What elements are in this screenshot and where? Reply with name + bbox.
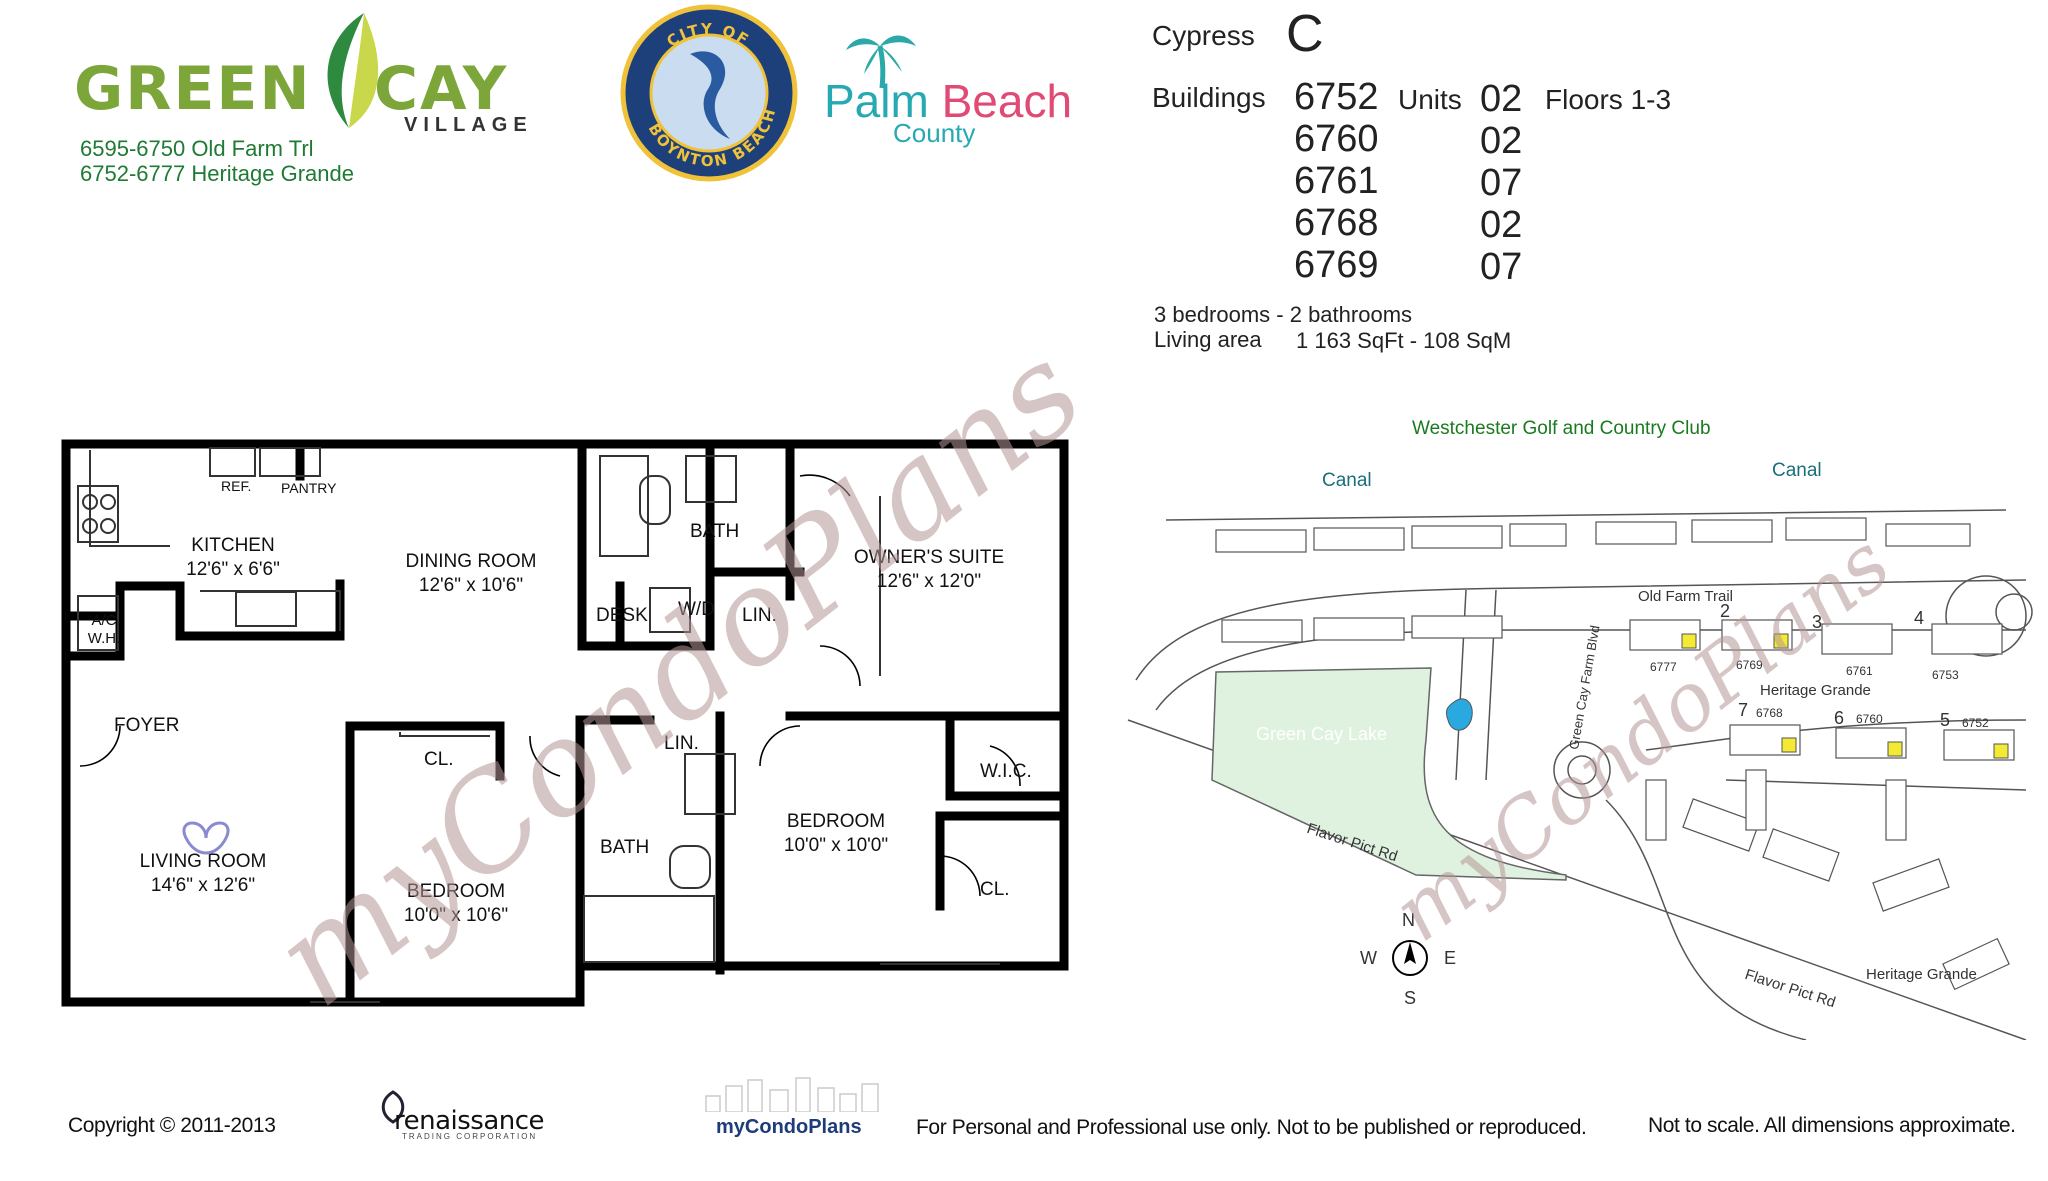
palm-tree-icon xyxy=(846,35,916,89)
bldg-address: 6753 xyxy=(1932,668,1959,682)
canal-label-right: Canal xyxy=(1772,460,1822,481)
building-number: 6769 xyxy=(1294,244,1379,286)
logo-village: VILLAGE xyxy=(404,114,533,136)
renaissance-sub: TRADING CORPORATION xyxy=(402,1132,538,1141)
compass-s: S xyxy=(1404,988,1417,1008)
pb-palm: Palm xyxy=(824,75,929,127)
compass-e: E xyxy=(1444,948,1457,968)
living-area-label: Living area xyxy=(1154,327,1262,352)
pantry-label: PANTRY xyxy=(281,480,337,496)
bldg-address-6777: 6777 xyxy=(1650,660,1677,674)
pb-county: County xyxy=(893,118,976,148)
wd-label: W/D xyxy=(678,599,715,620)
linen-label: LIN. xyxy=(742,605,777,626)
club-label: Westchester Golf and Country Club xyxy=(1412,418,1711,439)
city-seal-icon: CITY OF BOYNTON BEACH xyxy=(620,4,798,182)
watermark-knot-icon xyxy=(182,821,230,855)
bldg-number: 4 xyxy=(1914,608,1925,628)
building-number: 6768 xyxy=(1294,202,1379,244)
pb-name: Palm Beach xyxy=(824,74,1072,128)
bldg-number: 6 xyxy=(1834,708,1845,728)
greencay-logo: GREEN CAY VILLAGE xyxy=(74,8,527,136)
copyright: Copyright © 2011-2013 xyxy=(68,1114,276,1137)
ref-label: REF. xyxy=(221,478,252,494)
compass-w: W xyxy=(1360,948,1377,968)
buildings-label: Buildings xyxy=(1152,82,1266,113)
desk-label: DESK xyxy=(596,605,648,626)
address-line-2: 6752-6777 Heritage Grande xyxy=(80,161,354,186)
usage-note: For Personal and Professional use only. … xyxy=(916,1116,1587,1139)
closet-label-2: CL. xyxy=(980,879,1010,900)
bldg-address: 6752 xyxy=(1962,716,1989,730)
bldg-address: 6761 xyxy=(1846,664,1873,678)
bldg-number: 7 xyxy=(1738,700,1749,720)
lake-label: Green Cay Lake xyxy=(1256,724,1388,744)
kitchen-label: KITCHEN 12'6" x 6'6" xyxy=(186,535,280,580)
renaissance-logo: renaissance TRADING CORPORATION xyxy=(378,1090,558,1141)
unit-number: 02 xyxy=(1480,204,1523,246)
old-farm-label: Old Farm Trail xyxy=(1638,588,1734,605)
bldg-address: 6769 xyxy=(1736,658,1763,672)
unit-number: 07 xyxy=(1480,246,1523,288)
building-number: 6761 xyxy=(1294,160,1379,202)
unit-number: 02 xyxy=(1480,78,1523,120)
address-line-1: 6595-6750 Old Farm Trl xyxy=(80,136,314,161)
heritage-label-top: Heritage Grande xyxy=(1760,682,1871,699)
foyer-label: FOYER xyxy=(114,715,180,736)
pb-beach: Beach xyxy=(941,75,1073,127)
mycondoplans-logo: myCondoPlans xyxy=(700,1076,890,1138)
canal-label-left: Canal xyxy=(1322,470,1372,491)
wic-label: W.I.C. xyxy=(980,761,1032,782)
model-label: Cypress xyxy=(1152,20,1255,51)
logo-word-cay: CAY xyxy=(374,54,509,124)
units-label: Units xyxy=(1398,84,1462,115)
floors-label: Floors 1-3 xyxy=(1545,84,1672,115)
bldg-number: 3 xyxy=(1812,612,1823,632)
skyline-icon xyxy=(705,1077,879,1112)
building-number: 6752 xyxy=(1294,76,1379,118)
living-area-value: 1 163 SqFt - 108 SqM xyxy=(1296,328,1512,353)
lake-shape xyxy=(1211,667,1567,881)
compass-icon xyxy=(1392,940,1428,976)
compass-n: N xyxy=(1402,910,1415,930)
renaissance-text: renaissance xyxy=(394,1106,545,1136)
linen-label-2: LIN. xyxy=(664,733,699,754)
bath-label-2: BATH xyxy=(600,837,650,858)
heritage-label-bottom: Heritage Grande xyxy=(1866,966,1977,983)
model-letter: C xyxy=(1286,5,1324,63)
bedroom-label-2: BEDROOM 10'0" x 10'0" xyxy=(783,811,889,856)
leaf-icon xyxy=(327,13,379,128)
unit-number: 02 xyxy=(1480,120,1523,162)
site-plan xyxy=(1127,509,2033,1040)
scale-note: Not to scale. All dimensions approximate… xyxy=(1648,1114,2016,1137)
bldg-number: 5 xyxy=(1940,710,1951,730)
renaissance-mark-icon xyxy=(381,1090,405,1124)
logo-word-green: GREEN xyxy=(74,54,312,124)
compass: N W E S xyxy=(1360,910,1460,1010)
owners-suite-label: OWNER'S SUITE 12'6" x 12'0" xyxy=(853,547,1005,592)
bed-bath: 3 bedrooms - 2 bathrooms xyxy=(1154,302,1413,327)
mycondoplans-text: myCondoPlans xyxy=(716,1116,862,1138)
acwh-label: A/C W.H. xyxy=(87,612,121,647)
floor-plan xyxy=(61,439,1069,1007)
bldg-address: 6760 xyxy=(1856,712,1883,726)
closet-label: CL. xyxy=(424,749,454,770)
bath-label: BATH xyxy=(690,521,740,542)
building-number: 6760 xyxy=(1294,118,1379,160)
dining-room-label: DINING ROOM 12'6" x 10'6" xyxy=(405,551,537,596)
living-room-label: LIVING ROOM 14'6" x 12'6" xyxy=(139,851,267,896)
bldg-address: 6768 xyxy=(1756,706,1783,720)
bldg-number: 2 xyxy=(1720,601,1731,621)
unit-number: 07 xyxy=(1480,162,1523,204)
bedroom-label: BEDROOM 10'0" x 10'6" xyxy=(403,881,509,926)
